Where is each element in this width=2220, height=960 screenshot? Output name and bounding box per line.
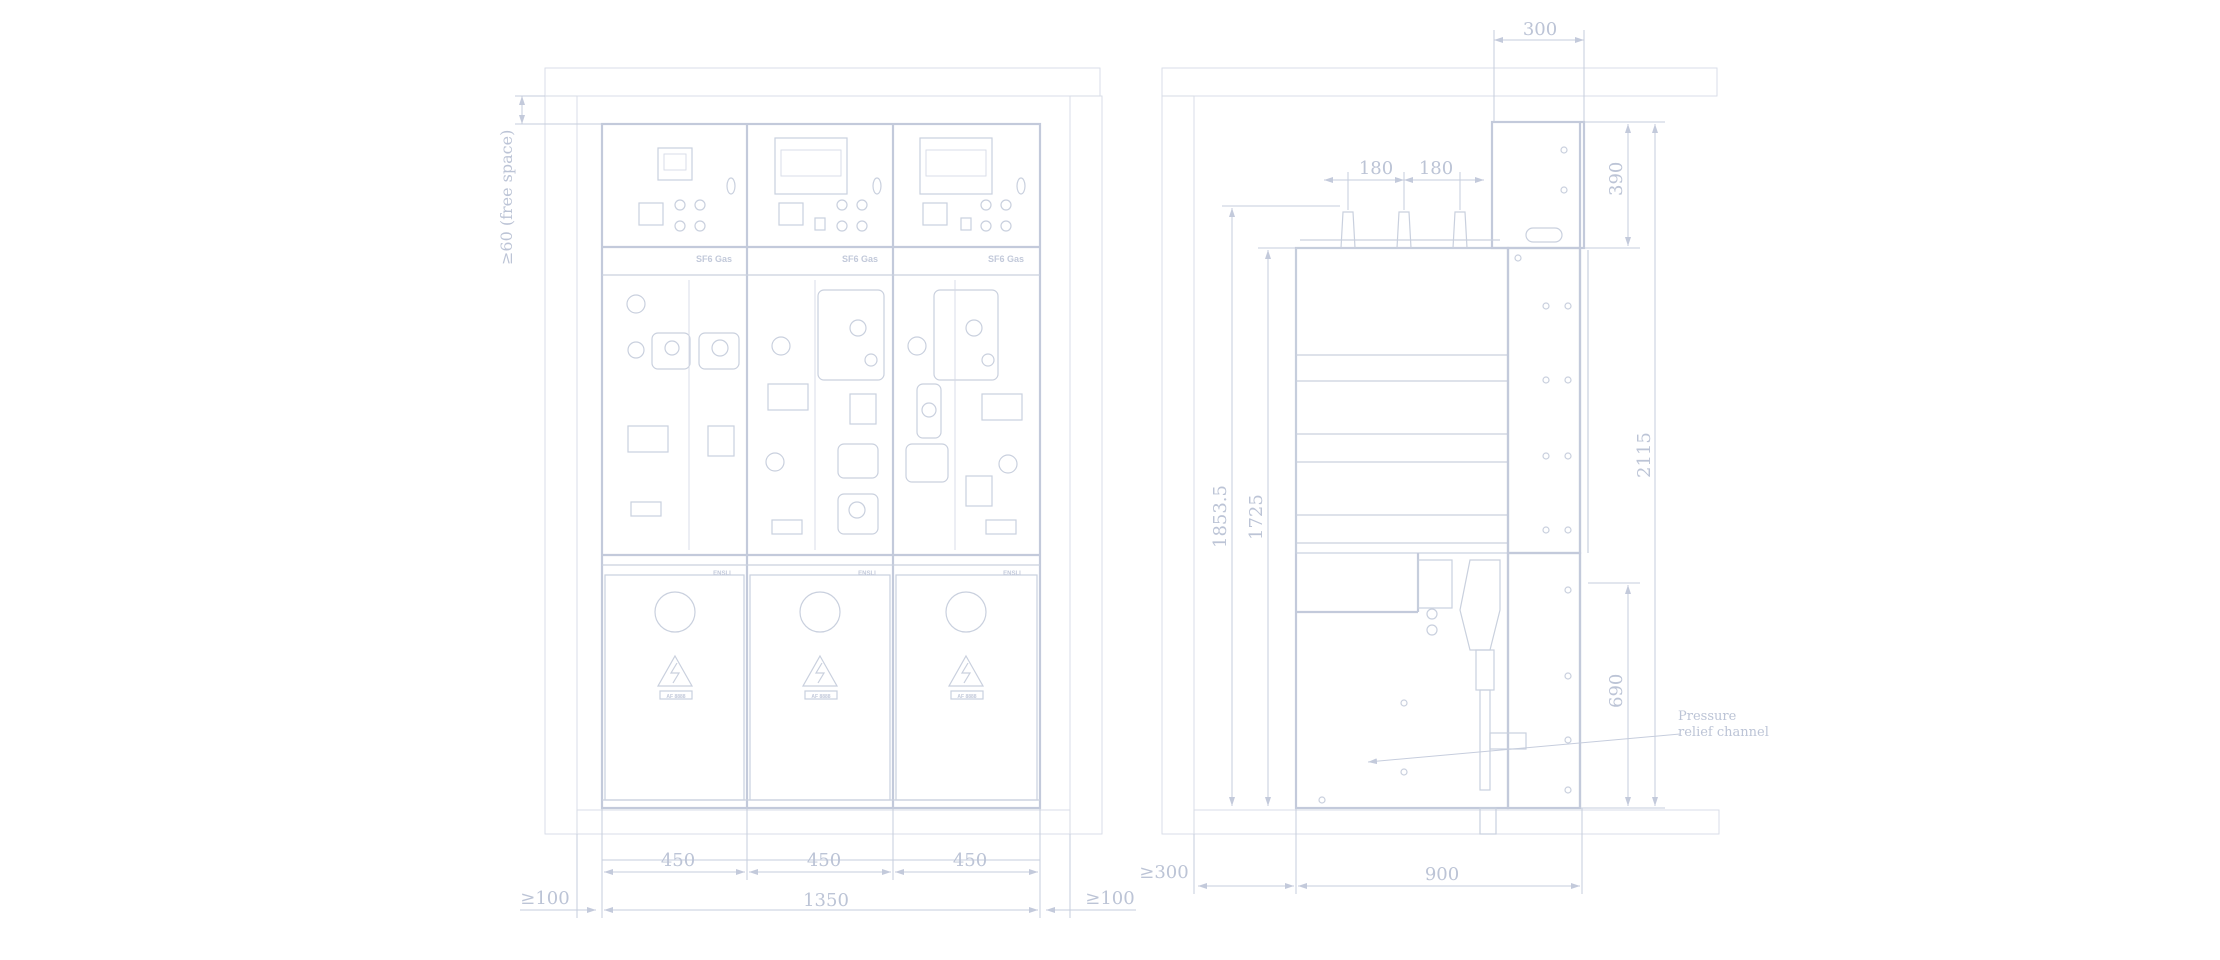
cable-termination bbox=[1417, 559, 1527, 835]
bushing-spacing-a: 180 bbox=[1359, 158, 1393, 179]
warning-plate-3: AF 8888 bbox=[957, 694, 976, 700]
cable-room-height: 690 bbox=[1606, 674, 1627, 708]
cable-compartment-doors bbox=[604, 574, 1038, 801]
total-width-label: 1350 bbox=[803, 890, 849, 911]
top-clearance-label: ≥60 (free space) bbox=[497, 130, 516, 265]
callout-line-1: Pressure bbox=[1678, 709, 1737, 724]
gas-label-3: SF6 Gas bbox=[988, 254, 1024, 264]
cabinet-outline bbox=[600, 122, 1042, 810]
rear-bus-label: 300 bbox=[1523, 19, 1557, 40]
bay-width-2: 450 bbox=[807, 850, 841, 871]
brand-plate-1: ENSLI bbox=[713, 571, 731, 577]
bushings bbox=[1300, 211, 1500, 249]
depth-label: 900 bbox=[1425, 864, 1459, 885]
brick-wall-icon bbox=[544, 67, 1103, 835]
bay-1 bbox=[626, 147, 740, 550]
overall-height: 2115 bbox=[1634, 432, 1655, 478]
front-dimensions bbox=[515, 95, 1136, 918]
right-clearance-label: ≥100 bbox=[1085, 888, 1134, 909]
rivets bbox=[1318, 146, 1572, 804]
warning-plate-1: AF 8888 bbox=[666, 694, 685, 700]
bay-width-1: 450 bbox=[661, 850, 695, 871]
front-view: SF6 Gas SF6 Gas SF6 Gas ENSLI ENSLI ENSL… bbox=[497, 67, 1136, 918]
high-voltage-warning-icon bbox=[656, 654, 985, 700]
top-box-height: 390 bbox=[1606, 162, 1627, 196]
bushing-spacing-b: 180 bbox=[1419, 158, 1453, 179]
rear-clearance-label: ≥300 bbox=[1139, 862, 1188, 883]
side-view: 300 180 180 390 2115 1853.5 1725 690 900… bbox=[1139, 19, 1769, 894]
warning-plate-2: AF 8888 bbox=[811, 694, 830, 700]
brand-plate-3: ENSLI bbox=[1003, 571, 1021, 577]
height-b-label: 1725 bbox=[1246, 494, 1267, 540]
gas-label-2: SF6 Gas bbox=[842, 254, 878, 264]
bay-width-3: 450 bbox=[953, 850, 987, 871]
bay-3 bbox=[905, 137, 1026, 550]
callout-line-2: relief channel bbox=[1678, 725, 1769, 740]
cabinet-side-body bbox=[1294, 246, 1510, 810]
bay-2 bbox=[765, 137, 885, 550]
gas-label-1: SF6 Gas bbox=[696, 254, 732, 264]
height-a-label: 1853.5 bbox=[1210, 485, 1231, 548]
brick-wall-icon bbox=[1161, 67, 1720, 835]
side-dimensions bbox=[1193, 30, 1681, 894]
top-box bbox=[1490, 120, 1586, 250]
left-clearance-label: ≥100 bbox=[520, 888, 569, 909]
brand-plate-2: ENSLI bbox=[858, 571, 876, 577]
